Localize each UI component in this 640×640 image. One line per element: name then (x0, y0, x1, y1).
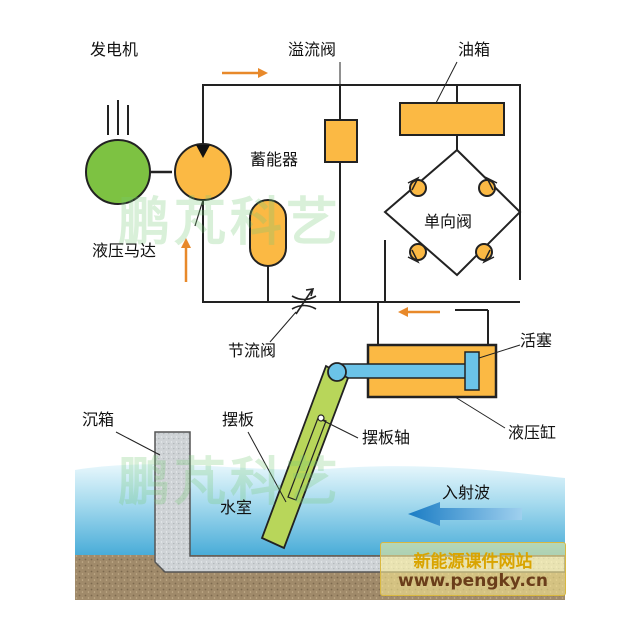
incident-wave-arrow (408, 502, 522, 526)
throttle-leader (269, 311, 297, 343)
caisson-leader (115, 431, 161, 456)
throttle-valve-symbol (291, 288, 317, 315)
flow-arrows (181, 68, 440, 317)
watermark-bottom: 鹏芃科艺 (118, 453, 343, 513)
relief-valve-icon (324, 62, 358, 163)
generator-icon (85, 100, 172, 205)
label-generator: 发电机 (90, 40, 139, 59)
label-hydraulic-cylinder: 液压缸 (508, 423, 557, 442)
credit-site-url[interactable]: www.pengky.cn (398, 571, 548, 591)
pendulum-plate-icon (247, 362, 359, 550)
label-check-valve: 单向阀 (424, 212, 473, 231)
credit-badge: 新能源课件网站 www.pengky.cn (380, 542, 566, 596)
label-pendulum-shaft: 摆板轴 (362, 428, 411, 447)
check-valve-bridge-icon (383, 148, 522, 277)
label-hydraulic-motor: 液压马达 (92, 241, 157, 260)
label-water-chamber: 水室 (220, 498, 253, 517)
label-oil-tank: 油箱 (458, 40, 491, 59)
accumulator-icon (249, 199, 287, 267)
label-accumulator: 蓄能器 (250, 150, 299, 169)
label-incident-wave: 入射波 (442, 483, 491, 502)
label-caisson: 沉箱 (82, 410, 115, 429)
label-relief-valve: 溢流阀 (288, 40, 337, 59)
label-piston: 活塞 (520, 331, 553, 350)
credit-site-name: 新能源课件网站 (413, 552, 533, 572)
hydraulic-motor-icon (174, 143, 232, 227)
hydraulic-cylinder-icon (337, 343, 521, 429)
label-throttle-valve: 节流阀 (228, 341, 277, 360)
oil-tank-icon (399, 61, 505, 136)
watermark-top: 鹏芃科艺 (118, 193, 343, 253)
label-pendulum-plate: 摆板 (222, 410, 255, 429)
